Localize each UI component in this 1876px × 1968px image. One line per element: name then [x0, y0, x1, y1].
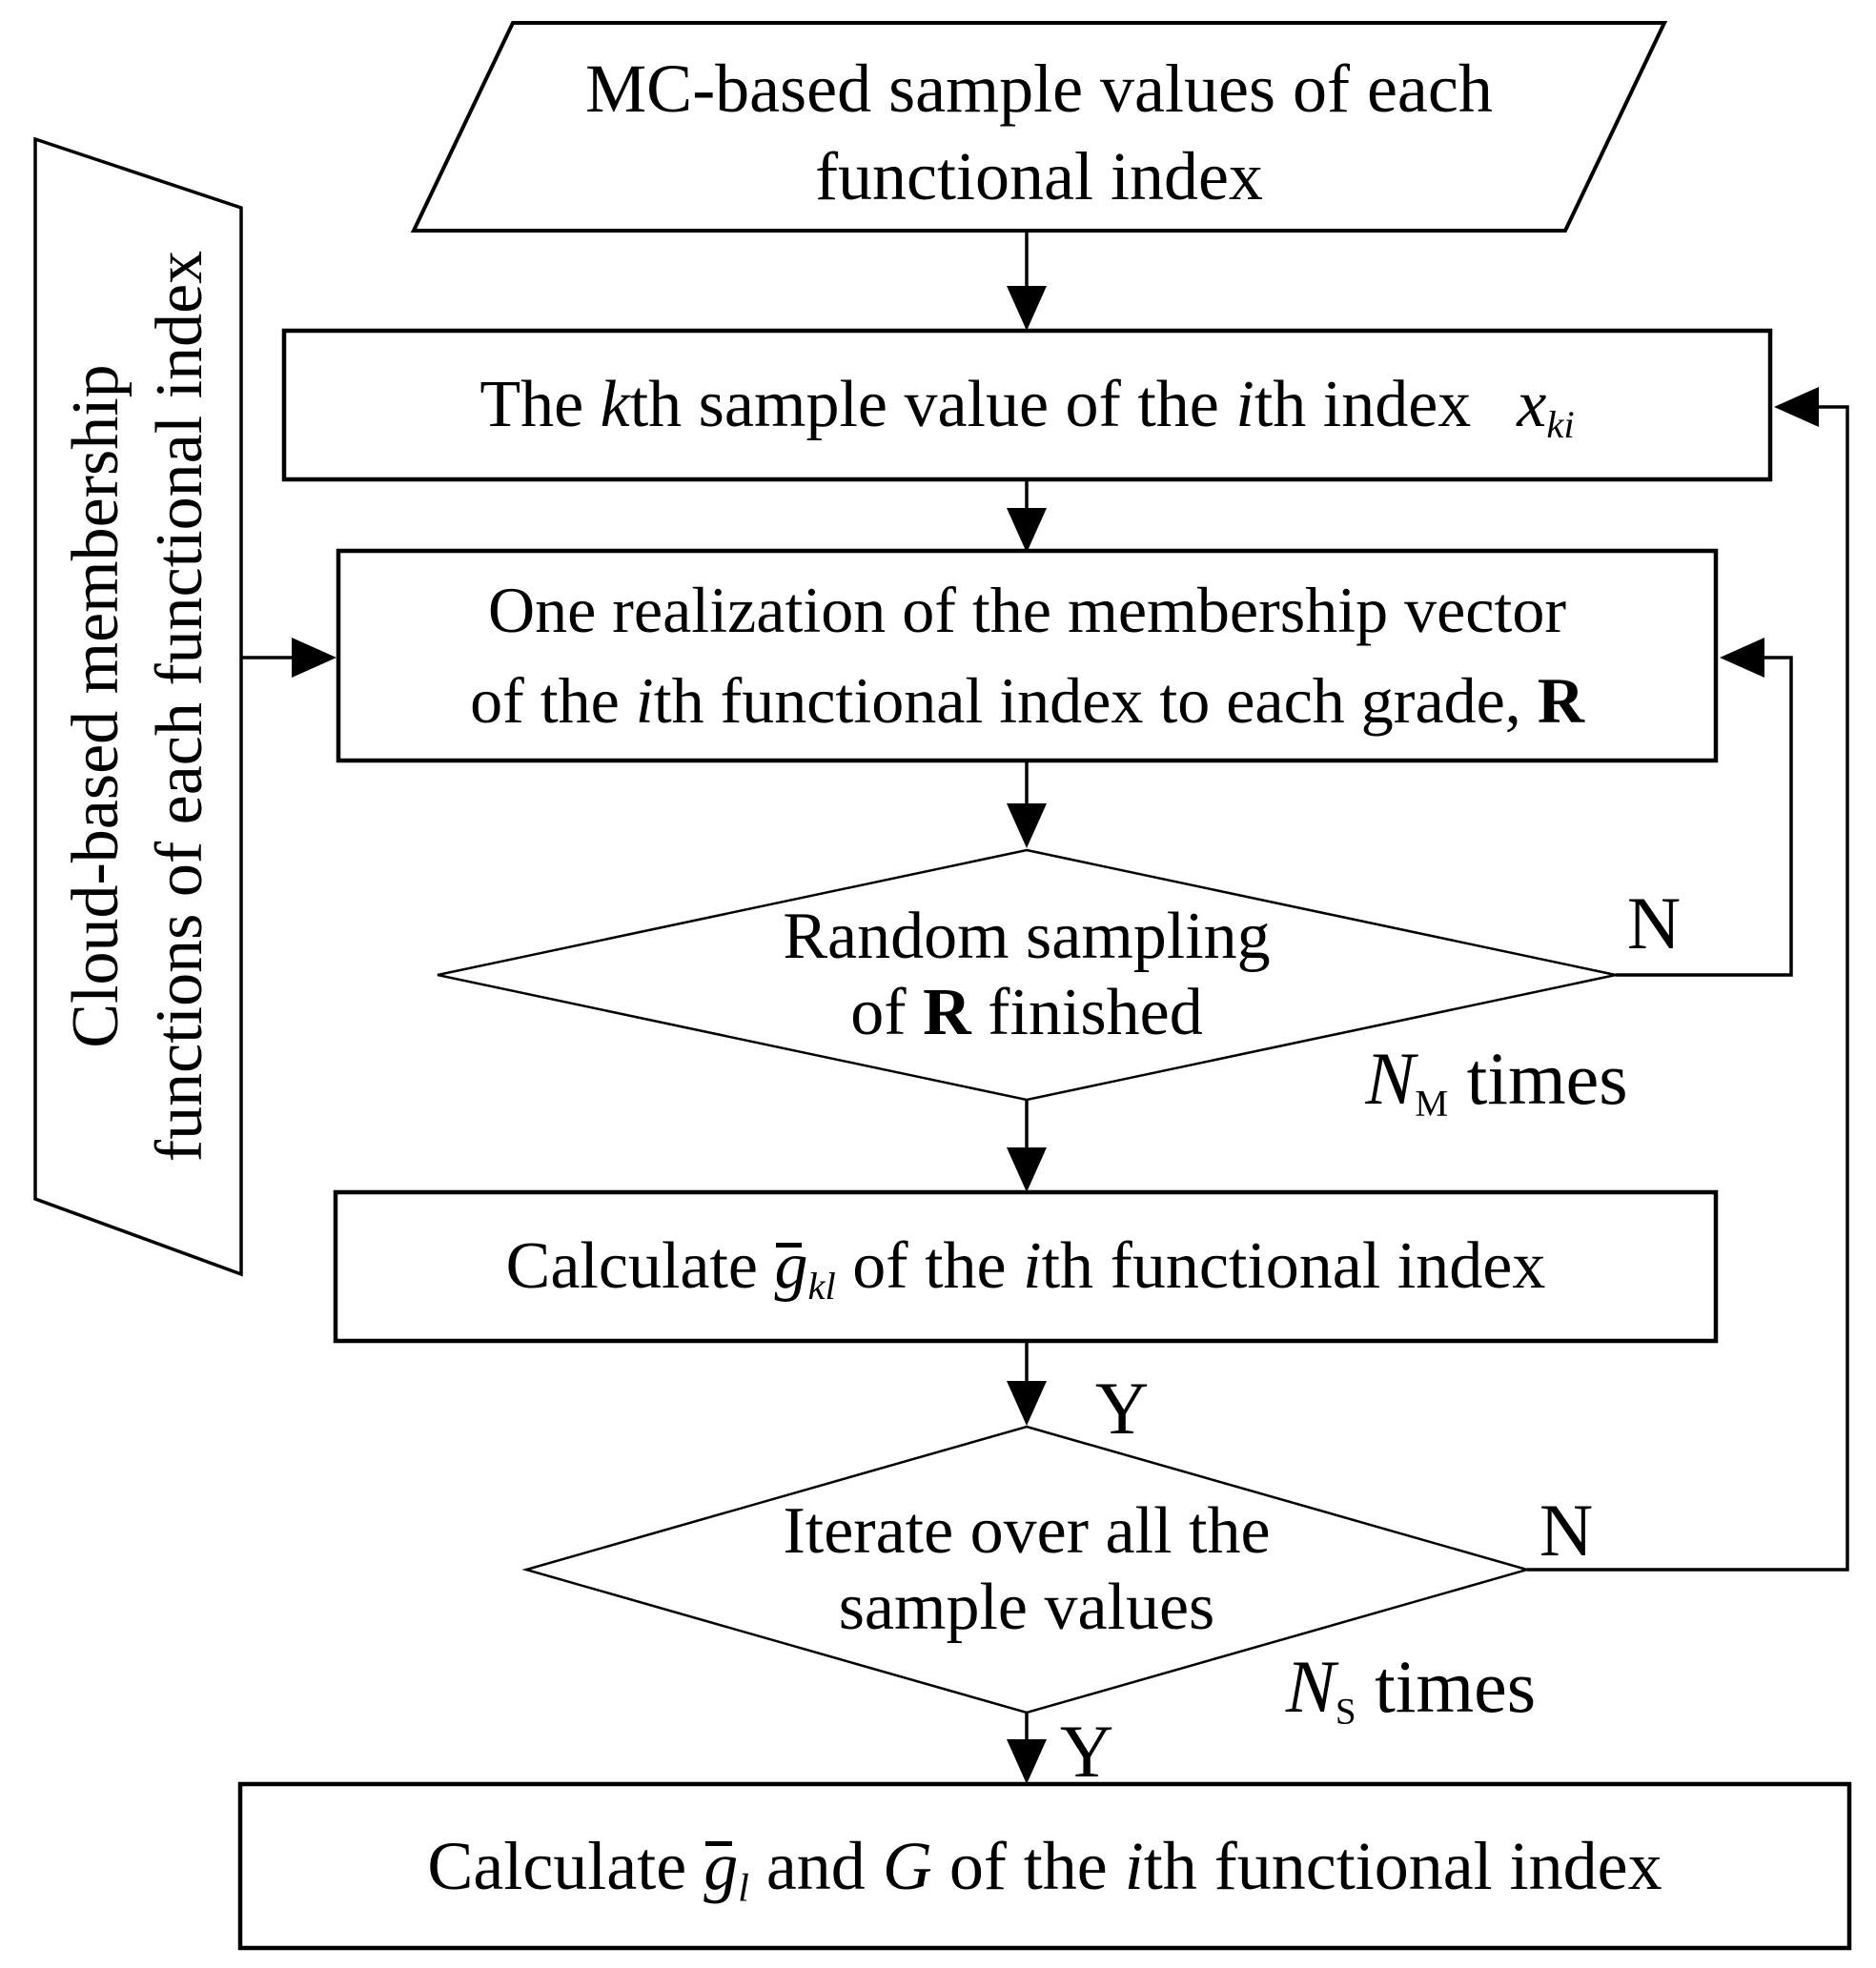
mc-samples-line1: MC-based sample values of each	[585, 51, 1493, 127]
var-x: x	[1517, 368, 1547, 441]
d1-yes-branch-label: Y	[1094, 1367, 1150, 1450]
var-x-subscript: ki	[1546, 403, 1575, 447]
arrowhead-into-d1	[1007, 803, 1047, 848]
var-g-subscript: kl	[807, 1265, 836, 1309]
random-sampling-line2: of R finished	[850, 975, 1202, 1051]
d2-no-branch-label: N	[1539, 1489, 1594, 1572]
text-fragment: th functional index	[1143, 1827, 1662, 1904]
text-fragment: th functional index to each grade,	[653, 664, 1538, 737]
d2-yes-branch-label: Y	[1059, 1710, 1114, 1793]
arrowhead-into-gkl	[1007, 1147, 1047, 1192]
var-N: N	[1365, 1037, 1416, 1120]
text-fragment: of the	[470, 664, 636, 737]
feedback-d2-no-loop	[1527, 405, 1849, 1572]
calculate-g-box	[237, 1781, 1852, 1951]
var-i: i	[1023, 1229, 1042, 1303]
var-R: R	[1537, 664, 1584, 737]
arrowhead-into-d2	[1007, 1381, 1047, 1426]
kth-sample-text: The kth sample value of the ith index xki	[284, 331, 1770, 479]
text-fragment: of the	[835, 1229, 1024, 1303]
text-fragment: and	[748, 1827, 883, 1904]
calculate-gkl-box	[333, 1189, 1719, 1344]
text-fragment: Calculate	[427, 1827, 704, 1904]
var-i: i	[635, 664, 654, 737]
var-g-bar: g	[704, 1827, 739, 1904]
text-fragment: times	[1356, 1645, 1537, 1728]
arrowhead-into-kth-sample	[1007, 286, 1047, 331]
var-N-subscript: M	[1415, 1083, 1449, 1125]
random-sampling-text: Random sampling of R finished	[438, 850, 1616, 1100]
cloud-membership-line2: functions of each functional index	[143, 250, 216, 1163]
cloud-membership-parallelogram	[33, 136, 243, 1277]
arrowhead-loop-into-realization	[1720, 638, 1764, 678]
arrowhead-loop-into-kth-sample	[1774, 387, 1819, 427]
var-i: i	[1235, 368, 1254, 441]
iterate-samples-line1: Iterate over all the	[783, 1494, 1271, 1568]
var-i: i	[1124, 1827, 1144, 1904]
var-G: G	[882, 1827, 932, 1904]
arrowhead-into-realization	[1007, 508, 1047, 553]
text-fragment: times	[1448, 1037, 1628, 1120]
cloud-membership-line1: Cloud-based membership	[59, 364, 133, 1048]
text-fragment: The	[479, 368, 601, 441]
one-realization-line2: of the ith functional index to each grad…	[470, 656, 1584, 746]
text-fragment: of the	[931, 1827, 1125, 1904]
calculate-gkl-line: Calculate gkl of the ith functional inde…	[505, 1228, 1546, 1309]
calculate-g-line: Calculate gl and G of the ith functional…	[427, 1827, 1662, 1908]
text-fragment: th index	[1254, 368, 1472, 441]
iterate-samples-text: Iterate over all the sample values	[526, 1427, 1527, 1713]
ns-times-label: NS times	[1286, 1650, 1536, 1731]
random-sampling-line1: Random sampling	[783, 900, 1271, 973]
d1-no-branch-label: N	[1626, 882, 1682, 964]
text-fragment: th functional index	[1041, 1229, 1546, 1303]
var-g-subscript: l	[738, 1866, 749, 1911]
var-N: N	[1285, 1645, 1336, 1728]
mc-samples-line2: functional index	[815, 138, 1263, 214]
mc-samples-parallelogram	[410, 21, 1668, 233]
nm-times-label: NM times	[1365, 1042, 1627, 1123]
text-fragment: th sample value of the	[629, 368, 1236, 441]
kth-sample-box	[281, 328, 1773, 482]
feedback-d1-no-loop	[1616, 656, 1793, 977]
var-N-subscript: S	[1335, 1691, 1356, 1733]
one-realization-line1: One realization of the membership vector	[488, 574, 1566, 646]
arrowhead-into-final	[1007, 1739, 1047, 1784]
mc-samples-text: MC-based sample values of each functiona…	[414, 34, 1664, 231]
iterate-samples-line2: sample values	[838, 1571, 1215, 1644]
kth-sample-line: The kth sample value of the ith index xki	[479, 367, 1575, 447]
calculate-gkl-text: Calculate gkl of the ith functional inde…	[336, 1192, 1716, 1341]
arrowhead-cloud-into-realization	[292, 638, 336, 678]
cloud-membership-text: Cloud-based membership functions of each…	[48, 158, 229, 1254]
one-realization-text: One realization of the membership vector…	[338, 551, 1716, 761]
text-fragment: of	[850, 976, 924, 1049]
var-k: k	[600, 368, 630, 441]
var-g-bar: g	[774, 1229, 808, 1303]
text-fragment: Calculate	[505, 1229, 775, 1303]
var-R: R	[923, 976, 971, 1049]
calculate-g-text: Calculate gl and G of the ith functional…	[240, 1784, 1849, 1948]
text-fragment: finished	[970, 976, 1203, 1049]
